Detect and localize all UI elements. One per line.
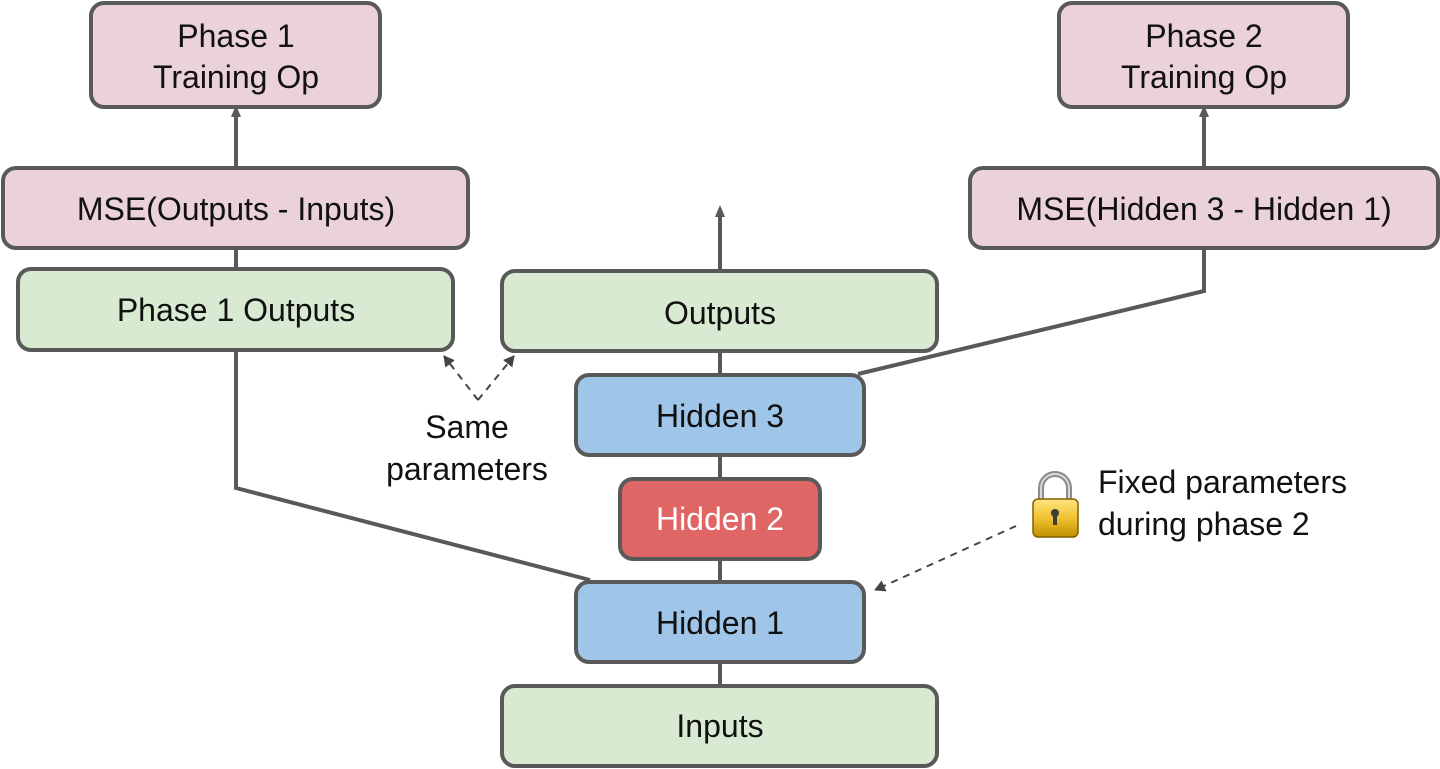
phase2-training-op-box bbox=[1057, 1, 1350, 109]
outputs-label: Outputs bbox=[664, 295, 776, 331]
same-params-arrow-left bbox=[443, 355, 479, 401]
phase2-training-op-line2: Training Op bbox=[1121, 59, 1287, 95]
hidden1-node: Hidden 1 bbox=[574, 580, 866, 664]
inputs-label: Inputs bbox=[676, 708, 763, 744]
hidden1-box bbox=[574, 580, 866, 664]
same-params-arrow-right bbox=[477, 355, 515, 401]
phase1-training-op-line1: Phase 1 bbox=[177, 18, 294, 54]
phase1-training-op-node: Phase 1 Training Op bbox=[89, 1, 382, 109]
outputs-node: Outputs bbox=[500, 269, 939, 353]
hidden3-box bbox=[574, 373, 866, 457]
annotation-arrows bbox=[443, 355, 1017, 592]
mse-hidden3-hidden1-label: MSE(Hidden 3 - Hidden 1) bbox=[1016, 191, 1391, 227]
phase1-training-op-box bbox=[89, 1, 382, 109]
phase2-training-op-line1: Phase 2 bbox=[1145, 18, 1262, 54]
hidden3-node: Hidden 3 bbox=[574, 373, 866, 457]
fixed-parameters-line2: during phase 2 bbox=[1098, 506, 1310, 542]
hidden1-label: Hidden 1 bbox=[656, 605, 784, 641]
edges bbox=[231, 105, 1209, 686]
hidden2-node: Hidden 2 bbox=[618, 477, 822, 561]
fixed-params-arrow bbox=[874, 525, 1017, 592]
phase1-outputs-box bbox=[16, 267, 455, 352]
hidden2-label: Hidden 2 bbox=[656, 501, 784, 537]
mse-outputs-inputs-box bbox=[1, 166, 470, 250]
mse-hidden3-hidden1-box bbox=[968, 166, 1440, 250]
phase1-outputs-node: Phase 1 Outputs bbox=[16, 267, 455, 352]
edge-hidden1-to-phase1-outputs bbox=[234, 350, 591, 582]
phase1-training-op-line2: Training Op bbox=[153, 59, 319, 95]
lock-icon bbox=[1032, 471, 1079, 538]
phase2-training-op-node: Phase 2 Training Op bbox=[1057, 1, 1350, 109]
mse-outputs-inputs-node: MSE(Outputs - Inputs) bbox=[1, 166, 470, 250]
fixed-parameters-note: Fixed parameters during phase 2 bbox=[1098, 464, 1347, 542]
same-parameters-line2: parameters bbox=[386, 451, 548, 487]
mse-outputs-inputs-label: MSE(Outputs - Inputs) bbox=[77, 191, 395, 227]
inputs-box bbox=[500, 684, 939, 768]
phase1-outputs-label: Phase 1 Outputs bbox=[117, 292, 355, 328]
mse-hidden3-hidden1-node: MSE(Hidden 3 - Hidden 1) bbox=[968, 166, 1440, 250]
hidden2-box bbox=[618, 477, 822, 561]
hidden3-label: Hidden 3 bbox=[656, 398, 784, 434]
outputs-box bbox=[500, 269, 939, 353]
fixed-parameters-line1: Fixed parameters bbox=[1098, 464, 1347, 500]
same-parameters-note: Same parameters bbox=[386, 409, 548, 487]
inputs-node: Inputs bbox=[500, 684, 939, 768]
edge-hidden3-to-mse-hidden bbox=[857, 248, 1206, 376]
same-parameters-line1: Same bbox=[425, 409, 509, 445]
